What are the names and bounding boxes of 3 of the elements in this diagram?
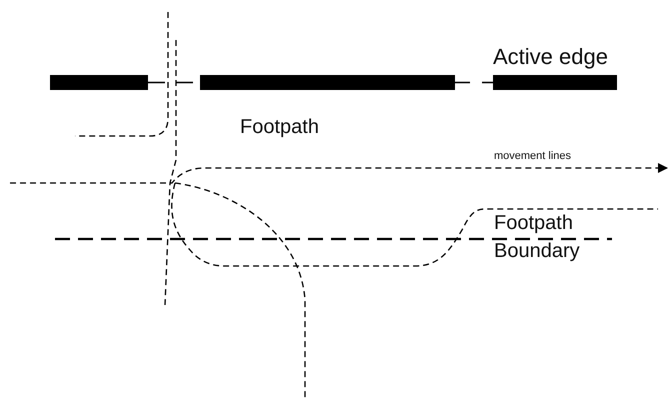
active-edge-label: Active edge — [493, 44, 608, 70]
footpath-label: Footpath — [240, 116, 319, 139]
footpath-boundary-label: Footpath Boundary — [494, 211, 581, 264]
